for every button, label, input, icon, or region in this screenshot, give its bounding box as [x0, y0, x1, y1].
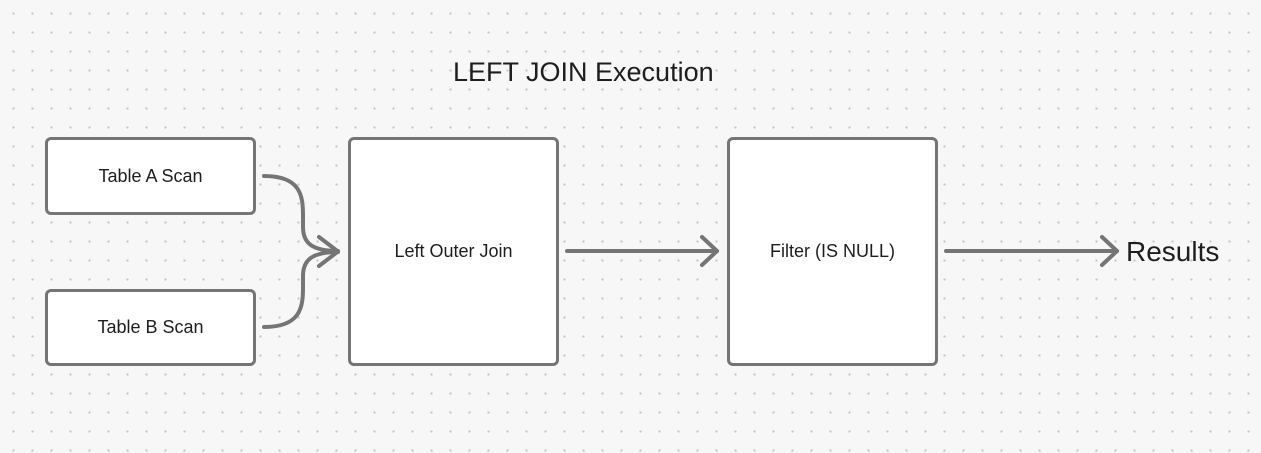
- arrowhead-join: [317, 235, 340, 268]
- diagram-title: LEFT JOIN Execution: [453, 57, 714, 87]
- results-label: Results: [1126, 236, 1220, 267]
- edge-table-b-to-join[interactable]: [262, 250, 340, 329]
- node-table-a-scan[interactable]: Table A Scan: [45, 137, 256, 215]
- node-left-outer-join[interactable]: Left Outer Join: [348, 137, 559, 366]
- arrowhead-filter: [700, 235, 719, 267]
- node-filter-is-null[interactable]: Filter (IS NULL): [727, 137, 938, 366]
- node-label: Table A Scan: [98, 165, 203, 186]
- edge-table-a-to-join[interactable]: [262, 174, 340, 253]
- node-label: Left Outer Join: [394, 241, 513, 261]
- node-label: Table B Scan: [97, 317, 204, 337]
- arrowhead-results: [1100, 235, 1119, 267]
- node-label: Filter (IS NULL): [769, 241, 895, 261]
- node-table-b-scan[interactable]: Table B Scan: [45, 289, 256, 366]
